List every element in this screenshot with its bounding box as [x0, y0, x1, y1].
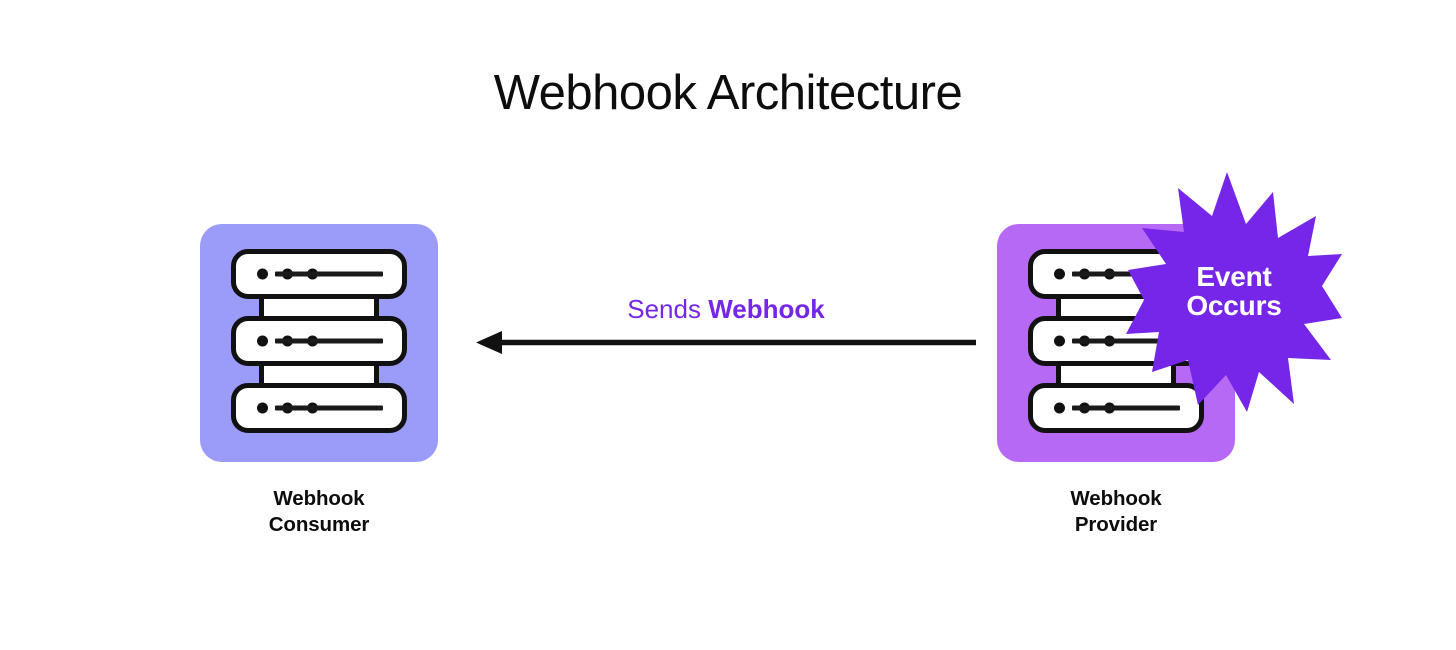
- node-webhook-consumer[interactable]: Webhook Consumer: [200, 224, 438, 536]
- arrow-label-sends: Sends: [627, 294, 701, 324]
- server-dot: [1054, 402, 1065, 414]
- provider-caption-line-2: Provider: [1074, 513, 1158, 537]
- starburst-icon: [1126, 172, 1342, 412]
- server-tier-bar: [1072, 271, 1180, 277]
- server-dot: [257, 402, 268, 414]
- consumer-server-icon: [231, 249, 407, 437]
- server-tier-bar: [275, 338, 383, 344]
- server-dot: [257, 268, 268, 280]
- server-tier: [1028, 383, 1204, 433]
- server-tier: [231, 249, 407, 299]
- server-tier-bar: [1072, 338, 1180, 344]
- provider-caption-line-1: Webhook: [1070, 487, 1162, 510]
- server-dot: [1054, 268, 1065, 280]
- server-tier: [231, 383, 407, 433]
- server-dot: [1054, 335, 1065, 347]
- server-tier-bar: [275, 405, 383, 411]
- arrow-line-icon: [476, 331, 976, 354]
- arrow-label: Sends Webhook: [476, 294, 976, 325]
- consumer-caption: Webhook Consumer: [170, 486, 468, 538]
- provider-caption: Webhook Provider: [967, 486, 1265, 538]
- page-title: Webhook Architecture: [493, 66, 963, 120]
- server-tier-bar: [1072, 405, 1180, 411]
- sends-webhook-arrow: Sends Webhook: [476, 294, 976, 364]
- consumer-caption-line-2: Consumer: [268, 513, 370, 537]
- consumer-caption-line-1: Webhook: [273, 487, 365, 510]
- server-dot: [257, 335, 268, 347]
- event-occurs-starburst: Event Occurs: [1126, 172, 1342, 412]
- arrow-label-webhook: Webhook: [708, 294, 825, 324]
- server-tier: [231, 316, 407, 366]
- server-tier-bar: [275, 271, 383, 277]
